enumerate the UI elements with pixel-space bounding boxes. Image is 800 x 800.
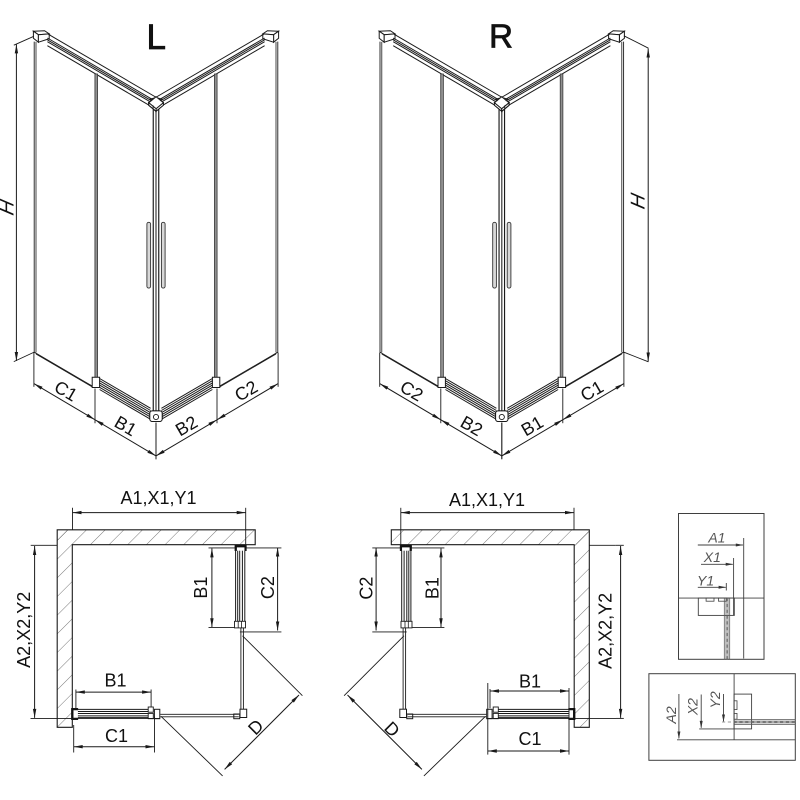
- svg-text:A1,X1,Y1: A1,X1,Y1: [120, 488, 196, 508]
- svg-text:Y1: Y1: [697, 573, 714, 589]
- svg-text:B1: B1: [104, 671, 126, 691]
- svg-text:C2: C2: [357, 577, 377, 600]
- svg-text:Y2: Y2: [707, 691, 723, 708]
- svg-text:B1: B1: [519, 672, 541, 692]
- svg-text:A1,X1,Y1: A1,X1,Y1: [449, 490, 525, 510]
- svg-text:A1: A1: [707, 530, 725, 546]
- svg-text:R: R: [489, 17, 513, 54]
- svg-text:A2,X2,Y2: A2,X2,Y2: [14, 592, 34, 668]
- svg-text:H: H: [0, 197, 19, 217]
- svg-text:C1: C1: [518, 729, 541, 749]
- svg-text:B1: B1: [422, 577, 442, 599]
- svg-text:X1: X1: [703, 549, 721, 565]
- svg-text:A2,X2,Y2: A2,X2,Y2: [596, 593, 616, 669]
- svg-text:A2: A2: [663, 706, 679, 724]
- svg-text:X2: X2: [685, 698, 701, 716]
- svg-text:C1: C1: [105, 726, 128, 746]
- svg-text:L: L: [146, 18, 165, 57]
- svg-text:C2: C2: [258, 576, 278, 599]
- svg-text:H: H: [628, 191, 650, 211]
- svg-text:B1: B1: [191, 577, 211, 599]
